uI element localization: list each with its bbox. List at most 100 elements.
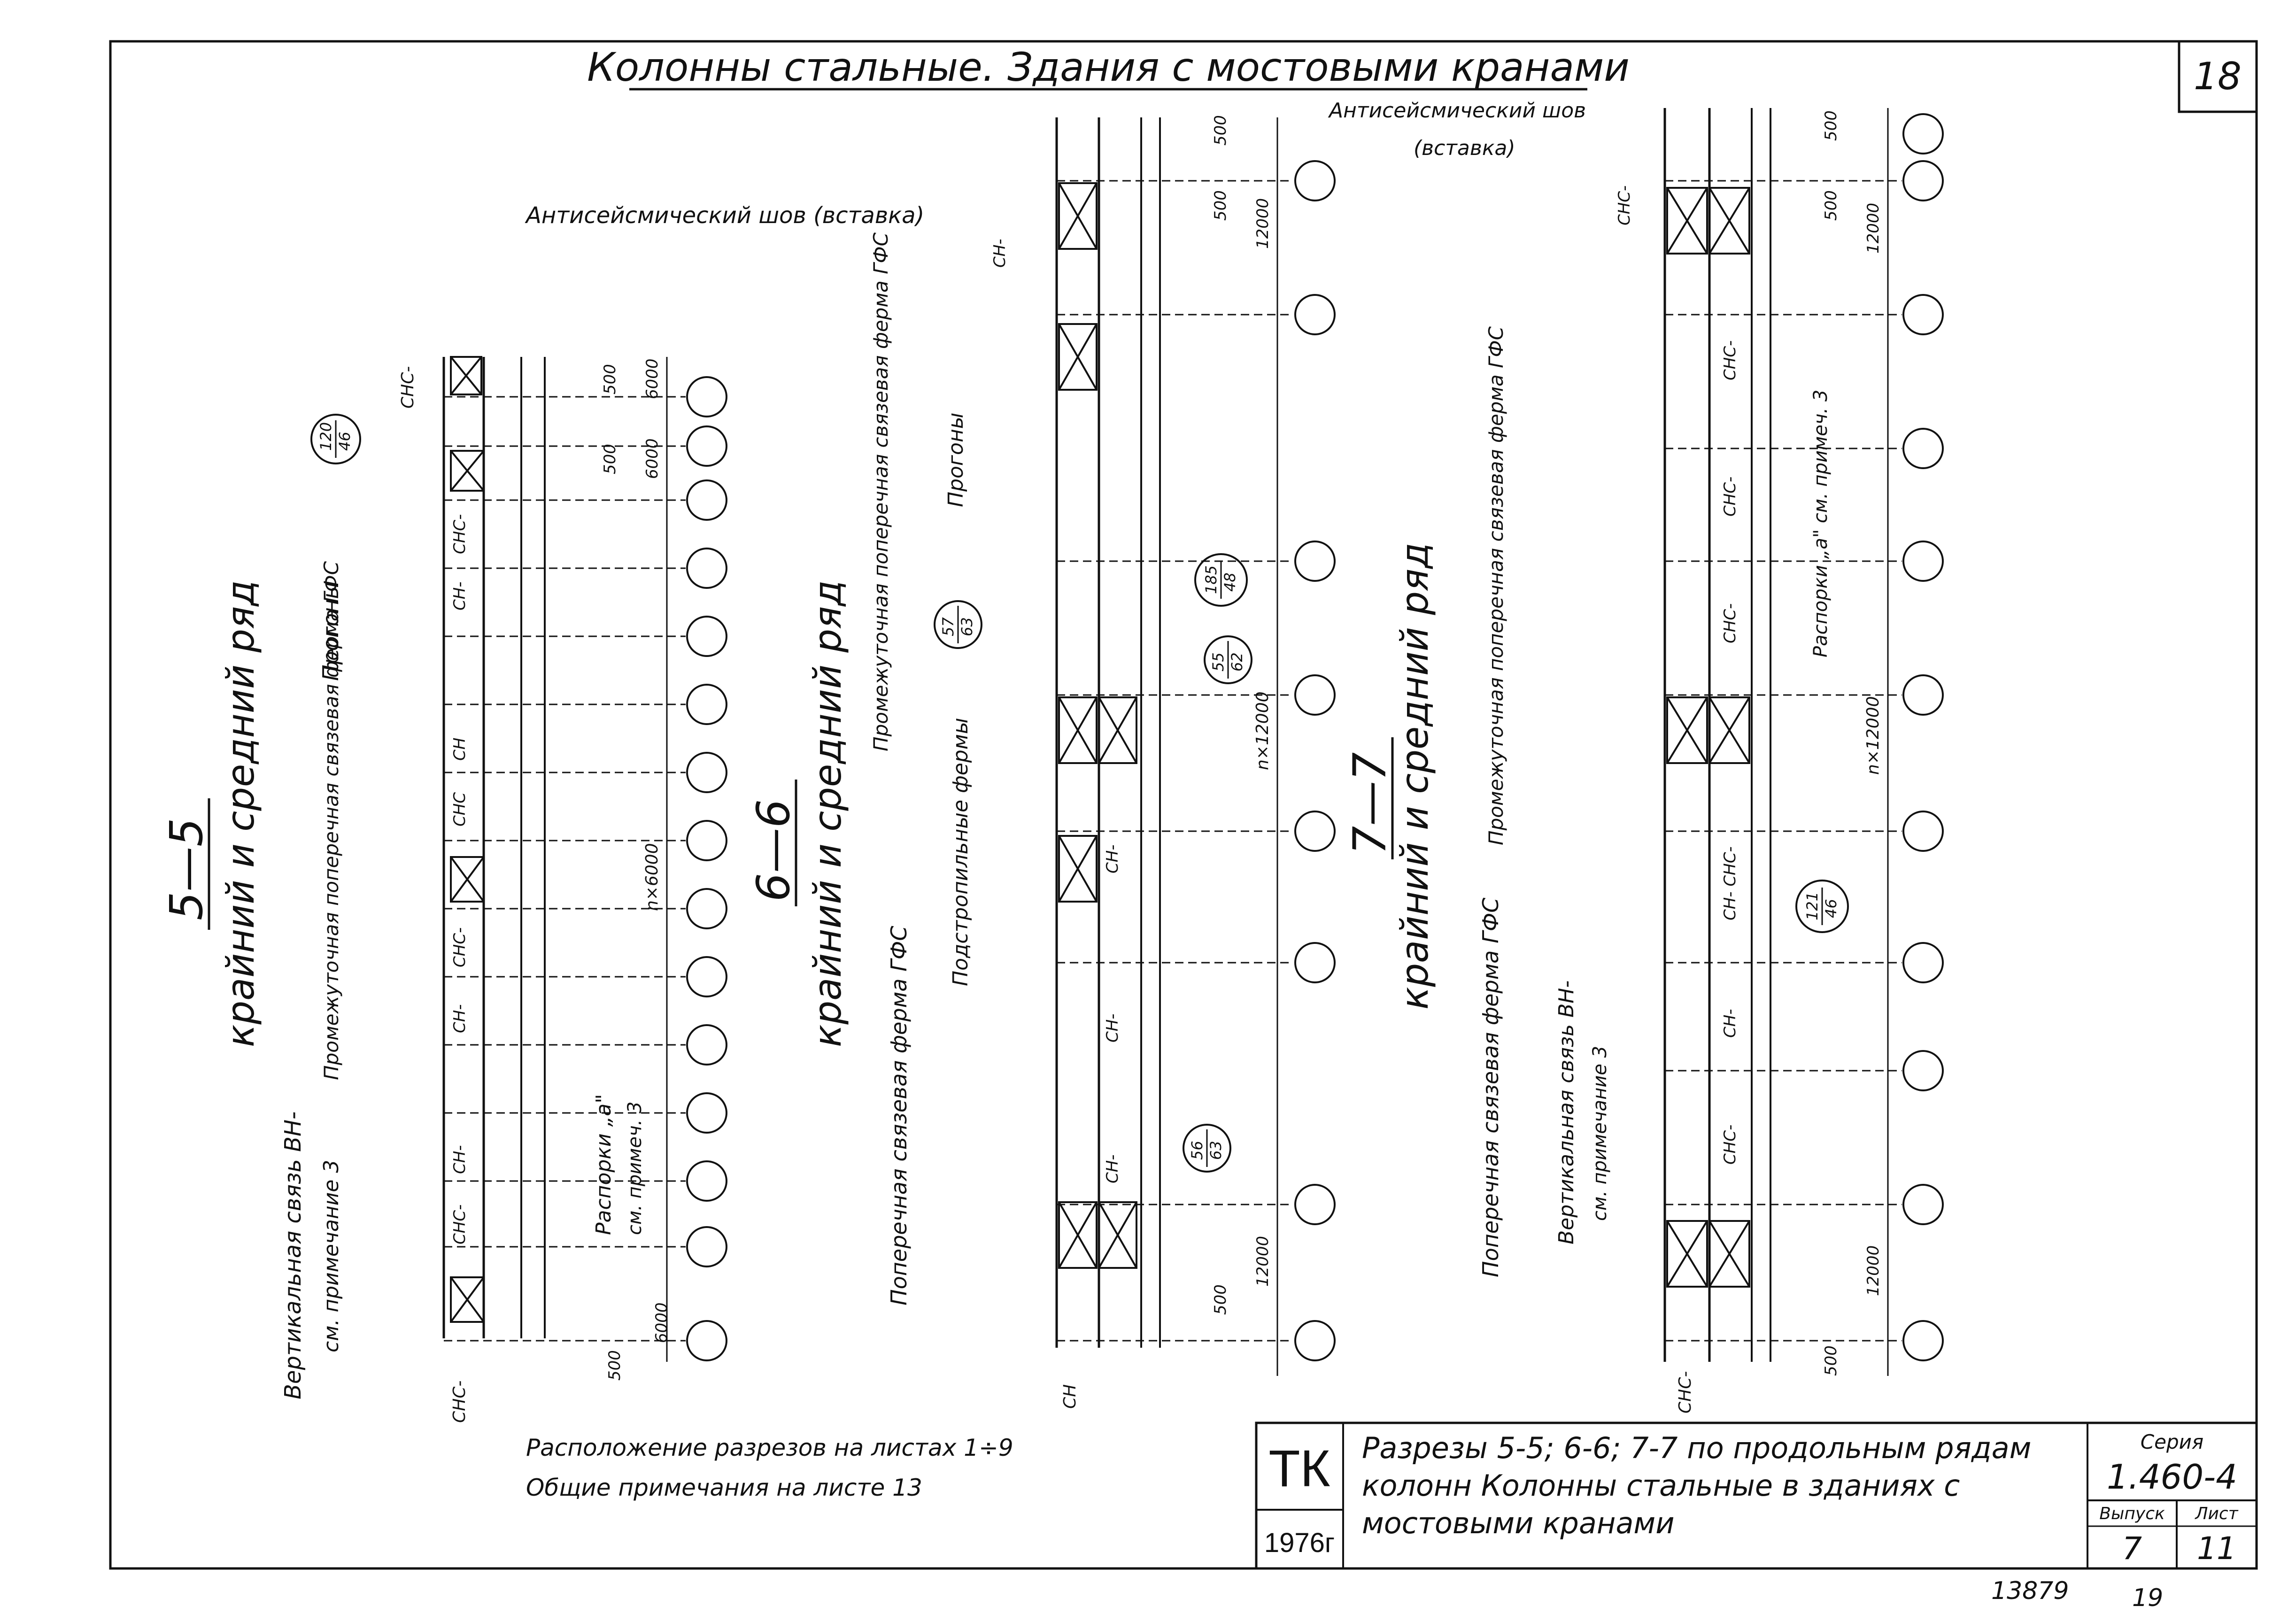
purlin-lines-5-5 — [444, 396, 686, 1342]
axis-circle — [686, 956, 727, 997]
section-7-7: 7—7 крайний и средний ряд Промежуточная … — [1344, 108, 1944, 1413]
section-subtitle-7-7: крайний и средний ряд — [1393, 543, 1437, 1010]
node-ref-6-6-b: 55 62 — [1204, 635, 1252, 684]
struts-label-7-7: Распорки „а" см. примеч. 3 — [1810, 390, 1832, 657]
node-ref-7-7: 121 46 — [1795, 880, 1849, 933]
truss-label-5-5: Промежуточная поперечная связевая ферма … — [320, 561, 343, 1080]
sheet-label: Лист — [2194, 1504, 2238, 1523]
bracing-panels-5-5 — [450, 356, 485, 1323]
description-line3: мостовыми кранами — [1362, 1506, 1675, 1540]
truss-label-6-6: Промежуточная поперечная связевая ферма … — [869, 232, 892, 751]
mark-sn: СН- — [450, 1145, 469, 1174]
node-ref-bottom: 46 — [1822, 899, 1840, 918]
node-ref-top: 56 — [1188, 1141, 1206, 1160]
section-title-6-6: 6—6 — [747, 799, 800, 902]
issue-label: Выпуск — [2099, 1504, 2165, 1523]
sheet-frame — [109, 40, 2258, 1570]
issue-value: 7 — [2122, 1530, 2142, 1567]
sheet-number: 18 — [2194, 54, 2242, 98]
purlins-label-6-6: Прогоны — [944, 413, 968, 507]
mark-sn-sns: СН- СНС- — [1721, 846, 1739, 920]
mark-sns: СНС- — [1615, 185, 1634, 225]
subtruss-label-6-6: Подстропильные фермы — [949, 718, 973, 986]
footer-code: 13879 — [1991, 1577, 2069, 1605]
purlins-label-5-5: Прогоны — [318, 582, 343, 681]
section-subtitle-6-6: крайний и средний ряд — [806, 580, 850, 1048]
mark-sn: СН- — [990, 239, 1009, 268]
mark-sn: СН — [450, 738, 469, 761]
dim-value: 500 — [601, 444, 619, 474]
node-ref-top: 55 — [1209, 652, 1227, 672]
vertical-brace-label-5-5: Вертикальная связь ВН- — [280, 1112, 306, 1399]
section-title-7-7: 7—7 — [1344, 752, 1396, 855]
dim-value: 6000 — [652, 1302, 671, 1343]
dim-value: 500 — [1822, 110, 1840, 141]
axis-circle — [686, 548, 727, 589]
dim-value: 12000 — [1864, 1245, 1883, 1296]
mark-sns: СНС- — [1721, 477, 1739, 517]
cross-truss-label-7-7: Поперечная связевая ферма ГФС — [1478, 898, 1503, 1277]
dim-value: 12000 — [1864, 203, 1883, 254]
vertical-brace-label-7-7: Вертикальная связь ВН- — [1554, 981, 1578, 1244]
axis-circle — [686, 479, 727, 521]
axis-circle — [686, 1226, 727, 1267]
dim-value: n×12000 — [1253, 691, 1272, 770]
axis-circle — [686, 1160, 727, 1202]
mark-sn: СН- — [1103, 1154, 1122, 1183]
node-ref-bottom: 63 — [958, 617, 976, 636]
description-line2: колонн Колонны стальные в зданиях с — [1362, 1468, 1960, 1503]
struts-note-5-5: см. примеч. 3 — [624, 1102, 646, 1235]
mark-sn: СН- — [1721, 1009, 1739, 1038]
dim-value: 500 — [605, 1350, 624, 1381]
note3-label-5-5: см. примечание 3 — [319, 1160, 343, 1352]
dim-value: n×6000 — [642, 843, 662, 911]
mark-sn: СН- — [1103, 1013, 1122, 1043]
page-title: Колонны стальные. Здания с мостовыми кра… — [587, 44, 1630, 90]
bracing-panels-7-7 — [1666, 187, 1750, 1288]
section-5-5: 5—5 крайний и средний ряд Антисейсмическ… — [160, 202, 924, 1423]
dim-value: 500 — [601, 364, 619, 394]
axis-circle — [686, 752, 727, 793]
description-line1: Разрезы 5-5; 6-6; 7-7 по продольным ряда… — [1362, 1431, 2031, 1465]
series-label: Серия — [2141, 1430, 2203, 1453]
dim-value: 6000 — [643, 438, 662, 479]
dim-value: 500 — [1211, 1284, 1230, 1315]
node-ref-top: 121 — [1803, 892, 1821, 920]
mark-sn: СН- — [450, 1004, 469, 1033]
axis-circle — [686, 820, 727, 861]
axis-circle — [686, 425, 727, 467]
node-ref-bottom: 62 — [1228, 652, 1246, 672]
dim-value: 6000 — [643, 358, 662, 399]
mark-sns: СНС- — [1676, 1371, 1695, 1413]
node-ref-6-6-d: 56 63 — [1183, 1124, 1231, 1173]
node-ref-6-6-a: 57 63 — [934, 600, 982, 649]
dim-value: 12000 — [1253, 1236, 1272, 1287]
truss-label-7-7: Промежуточная поперечная связевая ферма … — [1484, 326, 1507, 845]
mark-sns: СНС- — [450, 514, 469, 554]
year: 1976г — [1264, 1528, 1335, 1558]
mark-sn: СН- — [450, 581, 469, 610]
axis-circle — [686, 1024, 727, 1066]
node-ref-bottom: 46 — [336, 432, 354, 451]
seam-label-6-6-line2: (вставка) — [1414, 136, 1515, 160]
node-ref-bottom: 48 — [1221, 572, 1239, 592]
footer-page: 19 — [2132, 1584, 2163, 1612]
dim-value: 500 — [1211, 190, 1230, 221]
axis-circle — [686, 376, 727, 417]
struts-label-5-5: Распорки „а" — [592, 1094, 616, 1235]
purlin-lines-7-7 — [1665, 180, 1902, 1342]
dim-value: 500 — [1211, 115, 1230, 146]
mark-sns: СНС- — [450, 1381, 469, 1423]
node-ref-top: 120 — [317, 422, 335, 451]
mark-sns: СНС- — [450, 927, 469, 967]
sheet-value: 11 — [2197, 1530, 2236, 1567]
section-subtitle-5-5: крайний и средний ряд — [219, 580, 263, 1048]
mark-sns: СНС- — [1721, 603, 1739, 643]
mark-sns: СНС- — [1721, 1125, 1739, 1165]
note-line2: Общие примечания на листе 13 — [526, 1474, 922, 1501]
axis-circle — [686, 1320, 727, 1361]
mark-sns: СНС- — [450, 1205, 469, 1244]
seam-label-5-5: Антисейсмический шов (вставка) — [525, 202, 924, 229]
